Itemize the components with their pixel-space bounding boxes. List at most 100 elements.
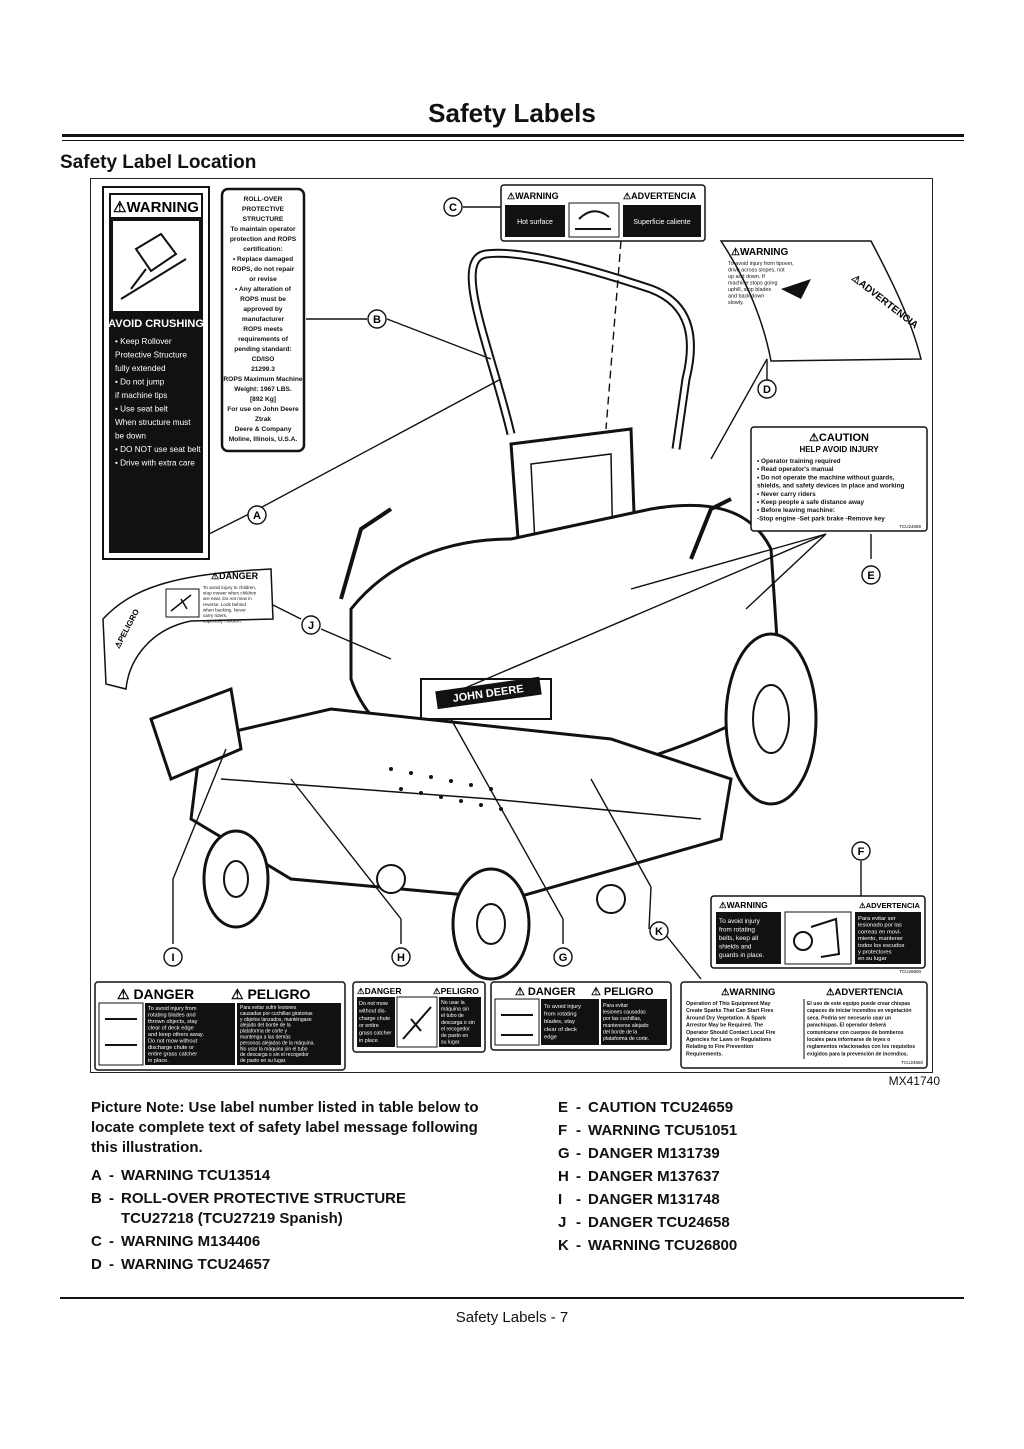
label-k-en-line: Operator Should Contact Local Fire	[686, 1030, 776, 1036]
label-j-line: reverse. Look behind	[203, 602, 246, 607]
label-k-es-line: seca. Podría ser necesario usar un	[807, 1015, 891, 1021]
callout-j: J	[301, 615, 321, 635]
label-b-line: Ztrak	[255, 416, 271, 423]
legend-letter: K	[558, 1237, 569, 1254]
label-h-es-line: descarga o sin	[441, 1020, 475, 1026]
legend-item-a: A-WARNING TCU13514	[91, 1166, 511, 1186]
brand-plate: JOHN DEERE	[435, 676, 542, 710]
label-i-es-line: personas alejadas de la máquina.	[240, 1040, 315, 1046]
label-e-code: TCU24659	[899, 524, 921, 529]
label-b-line: certification:	[243, 246, 283, 253]
label-d-line: uphill, stop blades	[728, 287, 771, 293]
title-rule-thin	[62, 140, 964, 141]
belt-pulley-icon	[793, 931, 813, 951]
callout-letter: E	[867, 570, 874, 582]
legend-item-b: B-ROLL-OVER PROTECTIVE STRUCTURE TCU2721…	[91, 1189, 511, 1229]
legend-dash: -	[576, 1237, 581, 1254]
callout-letter: B	[373, 314, 381, 326]
label-j-danger: ⚠DANGER ⚠PELIGRO To avoid injury to chil…	[102, 568, 274, 690]
legend-item-i: I-DANGER M131748	[558, 1190, 958, 1210]
label-d-line: drive across slopes, not	[728, 268, 785, 274]
rollover-pictogram-icon	[120, 232, 187, 300]
label-a-line: if machine tips	[115, 391, 167, 400]
callout-letter: K	[655, 926, 663, 938]
label-f-code: TCU26800	[899, 969, 921, 974]
label-k-en-line: Requirements.	[686, 1051, 723, 1057]
label-j-line: are near. Do not mow in	[203, 596, 252, 601]
label-k-en-line: Arrestor May be Required. The	[686, 1023, 763, 1029]
label-i-en-line: clear of deck edge	[148, 1026, 194, 1032]
callout-letter: D	[763, 384, 771, 396]
label-a-heading: ⚠WARNING	[113, 199, 199, 216]
mower-drawing	[149, 248, 818, 981]
footer-rule	[60, 1297, 964, 1299]
label-b-line: Moline, Illinois, U.S.A.	[229, 436, 298, 443]
legend-text: ROLL-OVER PROTECTIVE STRUCTURE TCU27218 …	[121, 1190, 407, 1227]
label-i-en-line: thrown objects, stay	[148, 1019, 198, 1025]
label-f-en-line: from rotating	[719, 927, 755, 934]
label-d-warning: ⚠WARNING ⚠ADVERTENCIA To avoid injury fr…	[719, 240, 922, 362]
label-a-line: fully extended	[115, 364, 166, 373]
legend-dash: -	[576, 1191, 581, 1208]
legend-item-k: K-WARNING TCU26800	[558, 1236, 958, 1256]
discharge-chute-icon	[402, 1006, 432, 1040]
label-b-line: manufacturer	[242, 316, 285, 323]
label-h-es-line: de pasto en	[441, 1033, 468, 1039]
label-k-es-line: exigidos para la prevención de incendios…	[807, 1051, 909, 1057]
label-e-line: shields, and safety devices in place and…	[757, 483, 904, 490]
label-e-line: -Stop engine -Set park brake -Remove key	[757, 515, 885, 522]
legend-dash: -	[109, 1167, 114, 1184]
label-f-es-line: en su lugar	[858, 956, 887, 962]
label-f-en-line: guards in place.	[719, 952, 764, 959]
callout-letter: H	[397, 952, 405, 964]
legend-dash: -	[576, 1145, 581, 1162]
label-f-en-line: To avoid injury	[719, 918, 761, 925]
legend-letter: A	[91, 1167, 102, 1184]
callout-letter: A	[253, 510, 261, 522]
page-title: Safety Labels	[428, 98, 596, 128]
legend-item-j: J-DANGER TCU24658	[558, 1213, 958, 1233]
label-g-es-line: por las cuchillas,	[603, 1016, 641, 1022]
label-f-es-line: todos los escudos	[858, 943, 905, 949]
legend-text: WARNING TCU13514	[121, 1167, 271, 1184]
label-k-en-line: Relating to Fire Prevention	[686, 1044, 753, 1050]
label-g-es-line: del borde de la	[603, 1029, 637, 1035]
callout-f: F	[851, 841, 871, 861]
label-f-es-line: correas en movi-	[858, 929, 901, 935]
label-h-peligro: ⚠PELIGRO	[433, 986, 479, 996]
label-i-es-line: de descarga o sin el recogedor	[240, 1052, 309, 1058]
legend-text: WARNING TCU24657	[121, 1256, 271, 1273]
label-i-es-line: mantenga a las demás	[240, 1035, 291, 1041]
callout-letter: I	[171, 952, 174, 964]
label-b-line: requirements of	[238, 336, 289, 343]
label-i-es-line: y objetos lanzados, manténgase	[240, 1017, 312, 1023]
label-k-warning: ⚠WARNING	[721, 987, 775, 998]
label-i-en-line: entire grass catcher	[148, 1052, 197, 1058]
label-g-danger: ⚠ DANGER	[515, 986, 576, 998]
label-j-line: especially children.	[203, 619, 242, 624]
label-k-en-line: Create Sparks That Can Start Fires	[686, 1008, 773, 1014]
label-b-line: PROTECTIVE	[242, 206, 285, 213]
callout-k: K	[649, 921, 669, 941]
label-f-advertencia: ⚠ADVERTENCIA	[859, 901, 920, 910]
label-g-en-line: edge	[544, 1034, 557, 1040]
label-d-line: To avoid injury from tipover,	[728, 261, 794, 267]
callout-b: B	[367, 309, 387, 329]
label-a-line: • Drive with extra care	[115, 459, 195, 468]
label-a-line: When structure must	[115, 418, 191, 427]
label-a-body-title: AVOID CRUSHING	[108, 318, 204, 330]
legend-letter: D	[91, 1256, 102, 1273]
label-f-warning: ⚠WARNING	[719, 900, 768, 910]
label-c-hot-surface-text: Hot surface	[517, 219, 553, 226]
legend-text: CAUTION TCU24659	[588, 1099, 734, 1116]
legend-letter: J	[558, 1214, 567, 1231]
label-b-line: CD/ISO	[252, 356, 275, 363]
label-e-heading: ⚠CAUTION	[809, 432, 869, 444]
callout-circle	[861, 565, 881, 585]
callout-h: H	[391, 947, 411, 967]
label-k-en-line: Around Dry Vegetation. A Spark	[686, 1015, 766, 1021]
label-g-es-line: plataforma de corte.	[603, 1036, 649, 1042]
label-i-en-line: and keep others away.	[148, 1032, 204, 1038]
